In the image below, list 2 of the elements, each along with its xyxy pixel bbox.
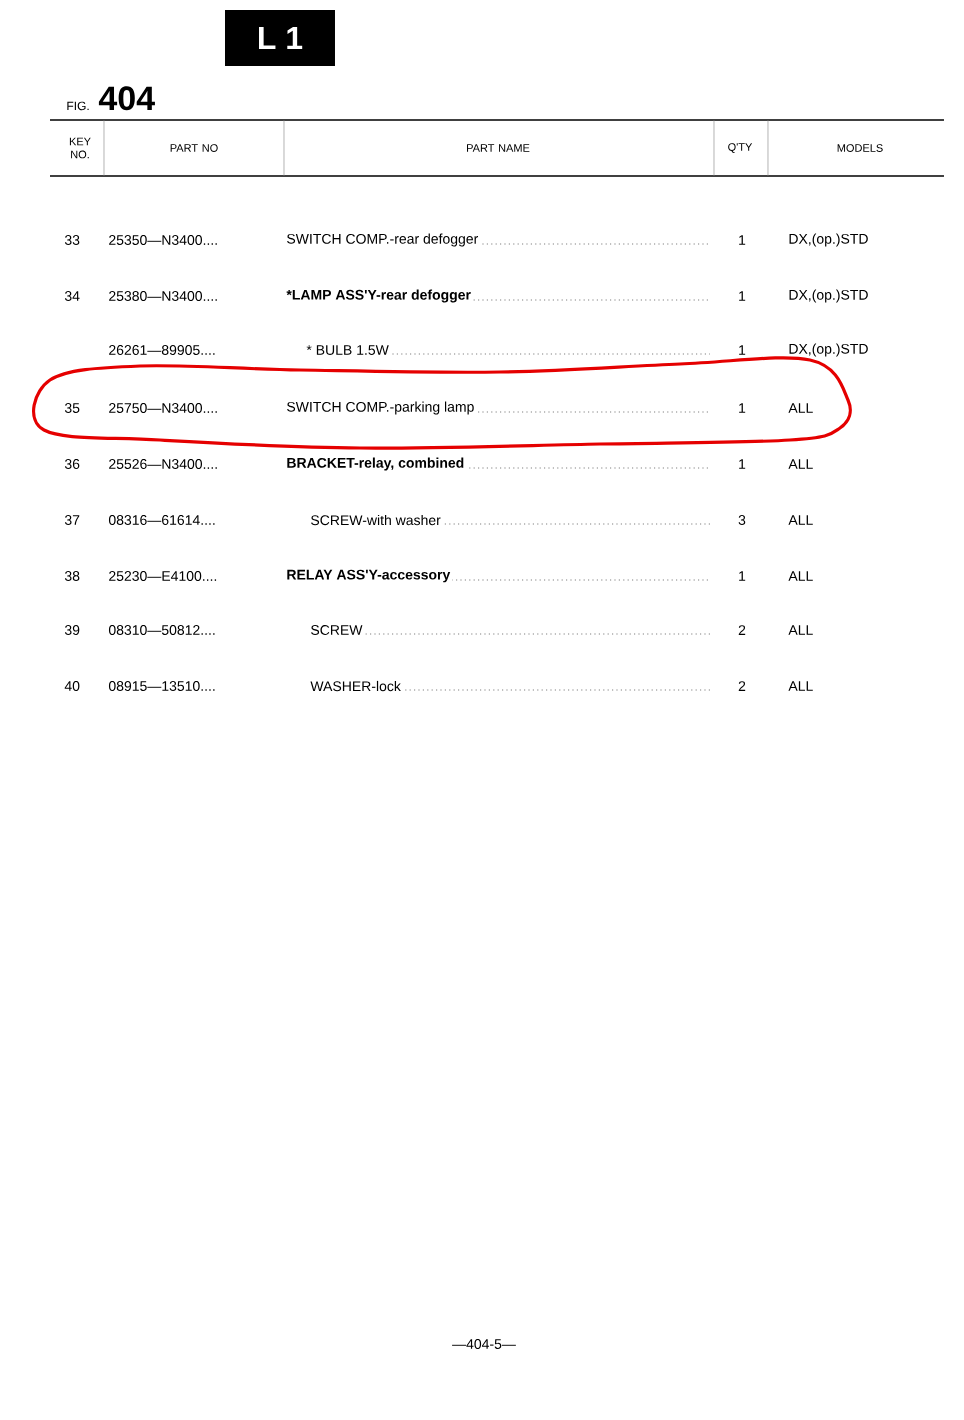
section-badge: L 1 xyxy=(225,10,335,66)
fig-number: 404 xyxy=(98,86,155,111)
